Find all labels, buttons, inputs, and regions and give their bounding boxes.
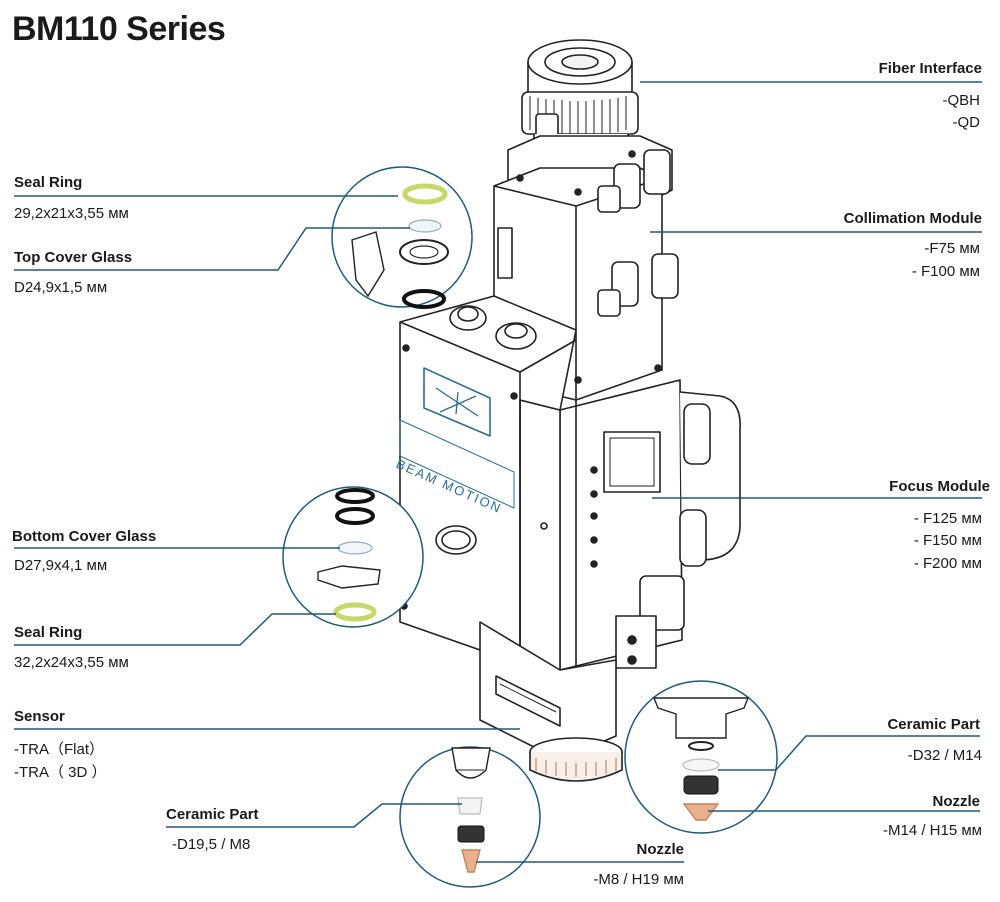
collimation-title: Collimation Module [843, 210, 982, 227]
callout-bottom-optics [282, 486, 424, 628]
leader-top-cover-glass [14, 227, 410, 271]
seal-ring-top-spec: 29,2x21x3,55 мм [14, 205, 129, 222]
fiber-interface-qbh: -QBH [942, 92, 981, 109]
seal-ring-top-title: Seal Ring [14, 174, 83, 191]
leader-ceramic-right [718, 735, 980, 771]
bottom-cover-glass-title: Bottom Cover Glass [12, 528, 157, 545]
leader-ceramic-left [166, 803, 462, 828]
nozzle-left-spec: -M8 / H19 мм [593, 871, 684, 888]
focus-f200: - F200 мм [913, 555, 982, 572]
nozzle-right-spec: -M14 / H15 мм [883, 822, 982, 839]
leader-seal-ring-bottom [14, 613, 336, 646]
fiber-interface-title: Fiber Interface [878, 60, 982, 77]
focus-f150: - F150 мм [913, 532, 982, 549]
collimation-f100: - F100 мм [911, 263, 980, 280]
focus-title: Focus Module [889, 478, 990, 495]
fiber-interface-qd: -QD [952, 114, 981, 131]
top-cover-glass-spec: D24,9x1,5 мм [14, 279, 108, 296]
lower-body [479, 621, 623, 782]
focus-module-body [519, 379, 741, 671]
callout-ceramic-nozzle [624, 680, 778, 834]
top-cover-glass-title: Top Cover Glass [14, 249, 133, 266]
ceramic-left-title: Ceramic Part [166, 806, 259, 823]
sensor-tra-3d: -TRA（ 3D ） [14, 764, 107, 781]
ceramic-right-title: Ceramic Part [887, 716, 980, 733]
focus-f125: - F125 мм [913, 510, 982, 527]
page-title: BM110 Series [12, 10, 226, 48]
ceramic-right-spec: -D32 / M14 [907, 747, 982, 764]
ceramic-left-spec: -D19,5 / M8 [172, 836, 251, 853]
nozzle-left-title: Nozzle [636, 841, 684, 858]
seal-ring-bottom-title: Seal Ring [14, 624, 83, 641]
callout-top-optics [331, 166, 473, 309]
front-cover-panel [399, 295, 577, 665]
sensor-title: Sensor [14, 708, 65, 725]
seal-ring-bottom-spec: 32,2x24x3,55 мм [14, 654, 129, 671]
nozzle-right-title: Nozzle [932, 793, 980, 810]
callout-sensor-nozzle [399, 746, 541, 888]
collimation-f75: -F75 мм [924, 240, 980, 257]
bottom-cover-glass-spec: D27,9x4,1 мм [14, 557, 108, 574]
sensor-tra-flat: -TRA（Flat） [14, 741, 105, 758]
